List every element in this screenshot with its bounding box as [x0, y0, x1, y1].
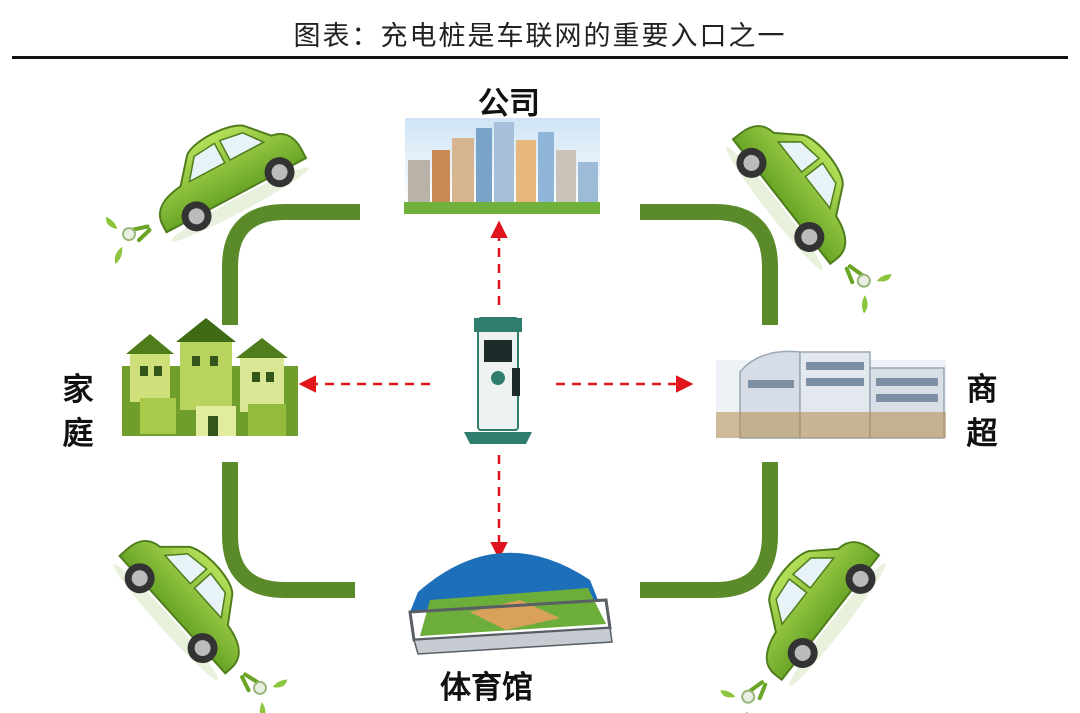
electric-car-icon	[104, 510, 317, 713]
node-label-mall: 商超	[966, 372, 998, 452]
electric-car-icon	[691, 512, 895, 713]
houses-icon	[122, 318, 298, 436]
loop-bottom-right	[640, 462, 778, 598]
loop-top-left	[222, 204, 360, 325]
figure-title: 图表：充电桩是车联网的重要入口之一	[293, 21, 787, 52]
node-label-home: 家庭	[62, 372, 94, 452]
node-label-stadium: 体育馆	[440, 670, 533, 706]
electric-car-icon	[83, 100, 314, 275]
charging-pile-icon	[464, 317, 532, 444]
shopping-mall-icon	[716, 350, 946, 439]
red-arrows	[298, 220, 694, 560]
loop-top-right	[640, 204, 778, 325]
loop-connector	[222, 204, 778, 598]
city-buildings-icon	[404, 118, 600, 214]
stadium-icon	[408, 552, 613, 655]
node-label-company: 公司	[478, 86, 540, 122]
loop-bottom-left	[222, 462, 355, 598]
title-divider	[12, 56, 1068, 59]
electric-car-icon	[717, 96, 921, 324]
